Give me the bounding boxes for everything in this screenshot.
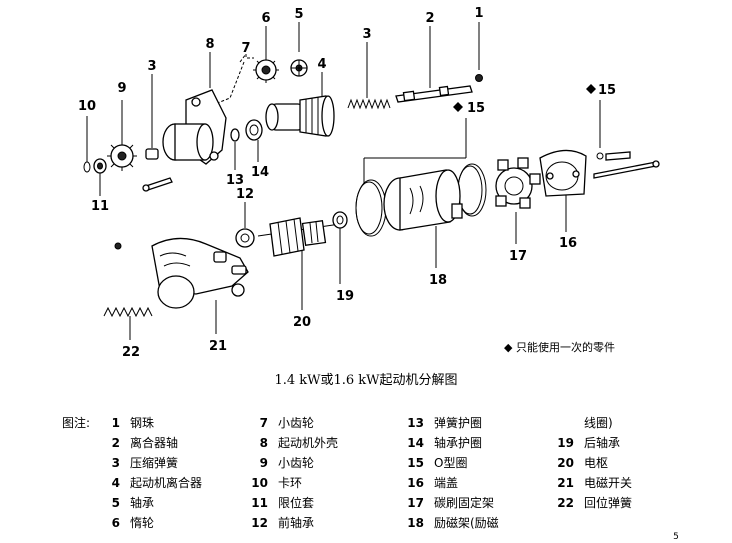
callout-6: 6 <box>261 11 270 26</box>
corner-mark: 5 <box>673 532 679 542</box>
part-compression-spring-upper <box>347 42 391 110</box>
part-spring-retainer <box>230 128 240 170</box>
callout-20: 20 <box>293 315 311 330</box>
part-magnetic-switch <box>114 237 249 334</box>
part-rear-bearing <box>332 211 348 284</box>
callout-3-upper: 3 <box>362 27 371 42</box>
callout-3-lower: 3 <box>147 59 156 74</box>
part-idler-gear <box>253 26 279 83</box>
callout-8: 8 <box>205 37 214 52</box>
callout-22: 22 <box>122 345 140 360</box>
part-starter-housing <box>162 52 254 165</box>
callout-17: 17 <box>509 249 527 264</box>
callout-13: 13 <box>226 173 244 188</box>
part-stop-collar <box>93 158 107 196</box>
callout-10: 10 <box>78 99 96 114</box>
part-starter-clutch <box>265 72 335 137</box>
callout-15-middle: 15 <box>467 101 485 116</box>
part-pinion <box>107 100 137 171</box>
part-compression-spring-lower <box>145 74 159 160</box>
callout-18: 18 <box>429 273 447 288</box>
callout-5: 5 <box>294 7 303 22</box>
part-brush-holder <box>495 157 541 244</box>
diagram-caption: 1.4 kW或1.6 kW起动机分解图 <box>274 373 457 388</box>
part-clutch-shaft <box>395 26 473 103</box>
part-end-cover <box>539 149 587 232</box>
callout-7: 7 <box>241 41 250 56</box>
part-bearing <box>290 22 308 77</box>
part-bearing-retainer <box>245 119 263 162</box>
callout-15-right: 15 <box>598 83 616 98</box>
callout-21: 21 <box>209 339 227 354</box>
part-snap-ring <box>83 116 91 173</box>
callout-9: 9 <box>117 81 126 96</box>
callout-14: 14 <box>251 165 269 180</box>
part-front-bearing <box>235 202 255 248</box>
part-armature <box>257 217 341 310</box>
callout-19: 19 <box>336 289 354 304</box>
single-use-note: ◆ 只能使用一次的零件 <box>504 340 615 354</box>
part-pin <box>142 177 173 192</box>
callout-16: 16 <box>559 236 577 251</box>
part-return-spring <box>103 306 153 340</box>
callout-1: 1 <box>474 6 483 21</box>
part-o-ring-right <box>586 84 660 179</box>
part-field-frame <box>383 169 463 268</box>
callout-11: 11 <box>91 199 109 214</box>
callout-2: 2 <box>425 11 434 26</box>
callout-4: 4 <box>317 57 326 72</box>
part-steel-ball <box>475 22 483 82</box>
callout-12: 12 <box>236 187 254 202</box>
